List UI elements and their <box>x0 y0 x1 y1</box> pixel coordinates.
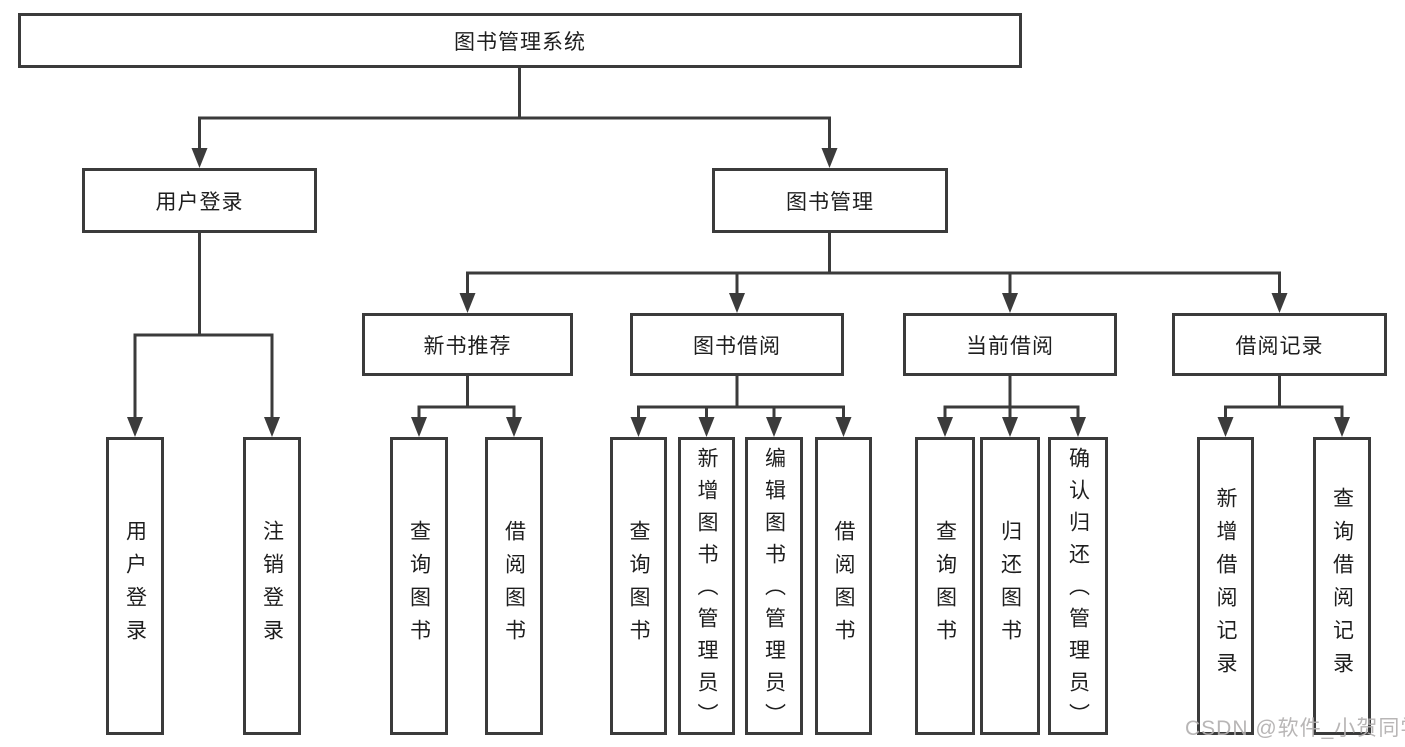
node-leaf-confirm-return-admin: 确认归还（管理员） <box>1048 437 1108 735</box>
node-book-management: 图书管理 <box>712 168 948 233</box>
node-label: 图书管理 <box>786 190 874 214</box>
node-leaf-query-book-1: 查询图书 <box>390 437 448 735</box>
node-leaf-add-borrow-record: 新增借阅记录 <box>1197 437 1254 735</box>
arrowheads <box>127 148 1350 437</box>
arrowhead <box>127 417 143 437</box>
node-label: 编辑图书（管理员） <box>762 447 786 735</box>
arrowhead <box>698 417 715 437</box>
node-label: 查询图书 <box>407 520 431 652</box>
arrowhead <box>1070 417 1086 437</box>
node-leaf-edit-book-admin: 编辑图书（管理员） <box>745 437 803 735</box>
node-label: 新增借阅记录 <box>1214 487 1237 685</box>
node-label: 查询图书 <box>933 520 957 652</box>
node-user-login: 用户登录 <box>82 168 317 233</box>
arrowhead <box>835 417 852 437</box>
csdn-watermark: CSDN @软件_小贺同学 <box>1185 717 1405 740</box>
arrowhead <box>506 417 522 437</box>
node-current-borrow: 当前借阅 <box>903 313 1117 376</box>
node-leaf-add-book-admin: 新增图书（管理员） <box>678 437 735 735</box>
node-label: 借阅图书 <box>832 520 855 652</box>
arrowhead <box>264 417 280 437</box>
node-label: 新增图书（管理员） <box>695 447 718 735</box>
node-leaf-user-login: 用户登录 <box>106 437 164 735</box>
node-label: 新书推荐 <box>423 334 512 358</box>
node-leaf-query-book-3: 查询图书 <box>915 437 975 735</box>
arrowhead <box>1334 417 1350 437</box>
node-leaf-borrow-book-2: 借阅图书 <box>815 437 872 735</box>
arrowhead <box>411 417 427 437</box>
arrowhead <box>459 293 476 313</box>
arrowhead <box>1002 417 1018 437</box>
arrowhead <box>1002 293 1018 313</box>
node-label: 查询图书 <box>627 520 650 652</box>
arrowhead <box>821 148 838 168</box>
node-book-borrow: 图书借阅 <box>630 313 844 376</box>
arrowhead <box>191 148 208 168</box>
arrowhead <box>1217 417 1234 437</box>
node-label: 注销登录 <box>260 520 284 652</box>
node-leaf-return-book: 归还图书 <box>980 437 1040 735</box>
node-label: 查询借阅记录 <box>1330 487 1354 685</box>
node-label: 借阅记录 <box>1235 334 1324 358</box>
node-label: 当前借阅 <box>966 334 1054 358</box>
node-leaf-borrow-book-1: 借阅图书 <box>485 437 543 735</box>
arrowhead <box>1271 293 1288 313</box>
node-label: 图书管理系统 <box>454 30 586 54</box>
node-label: 用户登录 <box>155 190 244 214</box>
node-system-root: 图书管理系统 <box>18 13 1022 68</box>
node-label: 用户登录 <box>123 520 147 652</box>
arrowhead <box>630 417 647 437</box>
node-leaf-query-book-2: 查询图书 <box>610 437 667 735</box>
node-label: 借阅图书 <box>502 520 526 652</box>
node-label: 图书借阅 <box>693 334 781 358</box>
node-borrow-records: 借阅记录 <box>1172 313 1387 376</box>
node-leaf-query-borrow-record: 查询借阅记录 <box>1313 437 1371 735</box>
node-leaf-logout: 注销登录 <box>243 437 301 735</box>
arrowhead <box>729 293 745 313</box>
node-new-book-recommend: 新书推荐 <box>362 313 573 376</box>
arrowhead <box>766 417 782 437</box>
node-label: 归还图书 <box>998 520 1022 652</box>
node-label: 确认归还（管理员） <box>1066 447 1090 735</box>
arrowhead <box>937 417 953 437</box>
